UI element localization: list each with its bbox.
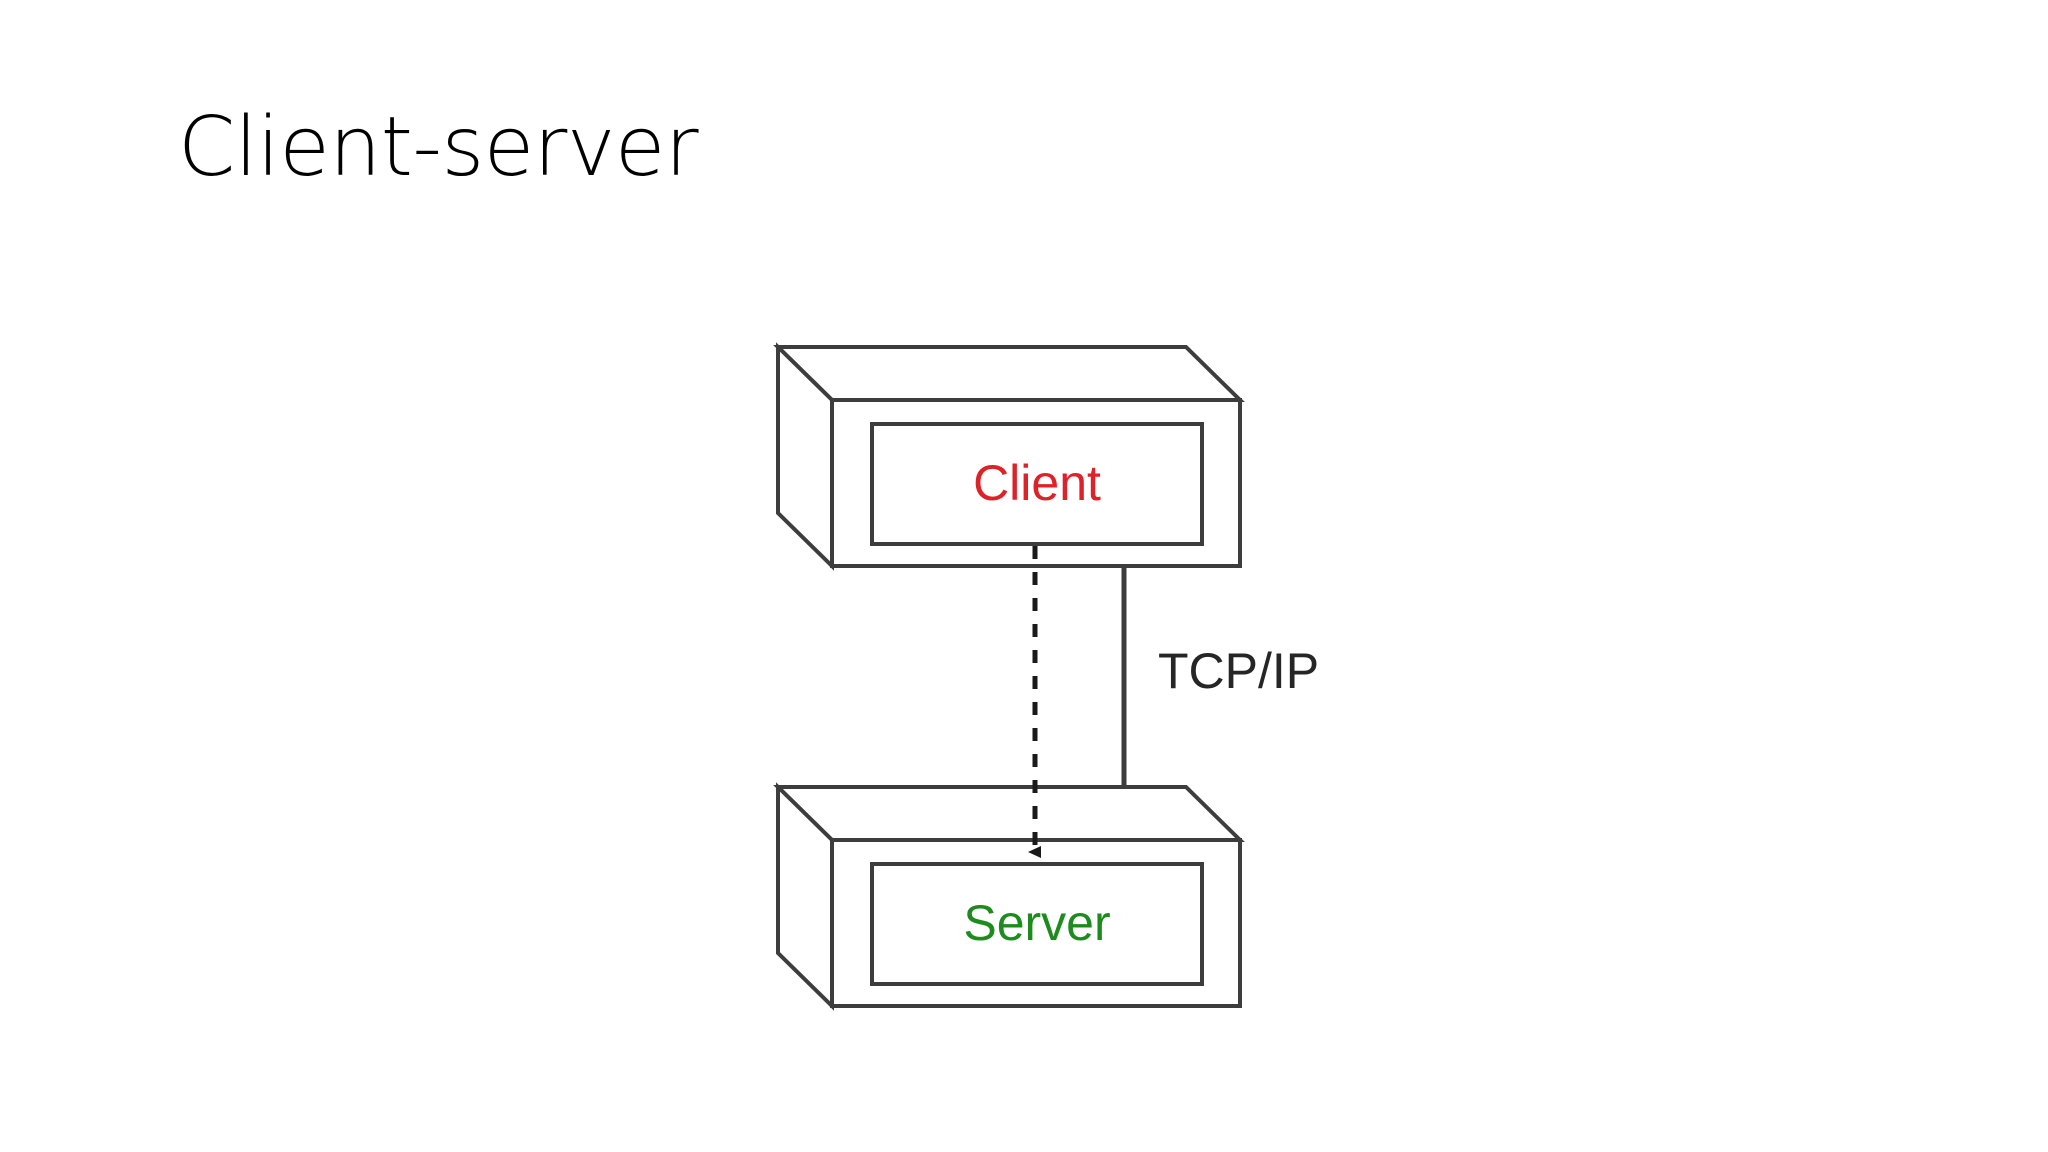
- node-server[interactable]: Server: [773, 782, 1245, 1011]
- server-label: Server: [963, 895, 1110, 951]
- client-label: Client: [973, 455, 1101, 511]
- server-inner-rect: [870, 862, 1204, 986]
- page-title: Client-server: [178, 100, 699, 195]
- node-client[interactable]: Client: [773, 342, 1245, 571]
- client-top-face: [773, 345, 1245, 402]
- tcpip-label: TCP/IP: [1158, 643, 1319, 699]
- server-top-face: [773, 785, 1245, 842]
- client-inner-rect: [870, 422, 1204, 546]
